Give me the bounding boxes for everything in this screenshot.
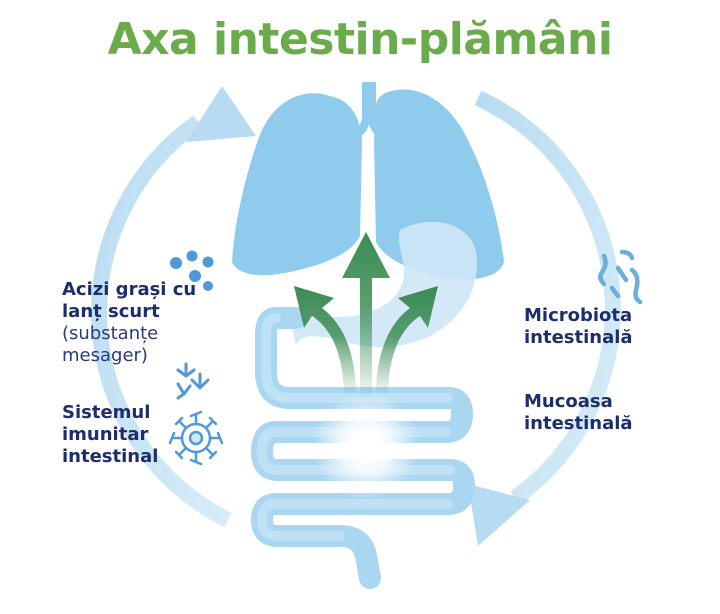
acids-sublabel-line1: (substanțe: [62, 323, 159, 344]
intestine-highlight: [257, 313, 455, 541]
acids-label-line2: lanț scurt: [62, 301, 160, 322]
molecule-dots-icon: [170, 250, 214, 291]
microbiota-label: Microbiota intestinală: [524, 305, 633, 349]
acids-label-line1: Acizi grași cu: [62, 279, 197, 300]
mucosa-label: Mucoasa intestinală: [524, 391, 633, 435]
immune-label-line2: imunitar: [62, 424, 149, 445]
diagram-title: Axa intestin-plămâni: [107, 14, 613, 65]
antibody-icon: [176, 362, 210, 400]
acids-sublabel-line2: mesager): [62, 345, 148, 366]
upward-arrows-icon: [294, 232, 438, 400]
immune-system-label: Sistemul imunitar intestinal: [62, 402, 158, 468]
glow-core: [348, 428, 384, 464]
immune-label-line1: Sistemul: [62, 402, 151, 423]
immune-cell-icon: [168, 410, 224, 466]
mucosa-label-line1: Mucoasa: [524, 391, 613, 412]
mucosa-label-line2: intestinală: [524, 413, 633, 434]
bacteria-icon: [598, 249, 643, 305]
microbiota-label-line1: Microbiota: [524, 305, 633, 326]
immune-label-line3: intestinal: [62, 446, 159, 467]
microbiota-label-line2: intestinală: [524, 327, 633, 348]
short-chain-fatty-acids-label: Acizi grași cu lanț scurt (substanțe mes…: [62, 279, 196, 367]
